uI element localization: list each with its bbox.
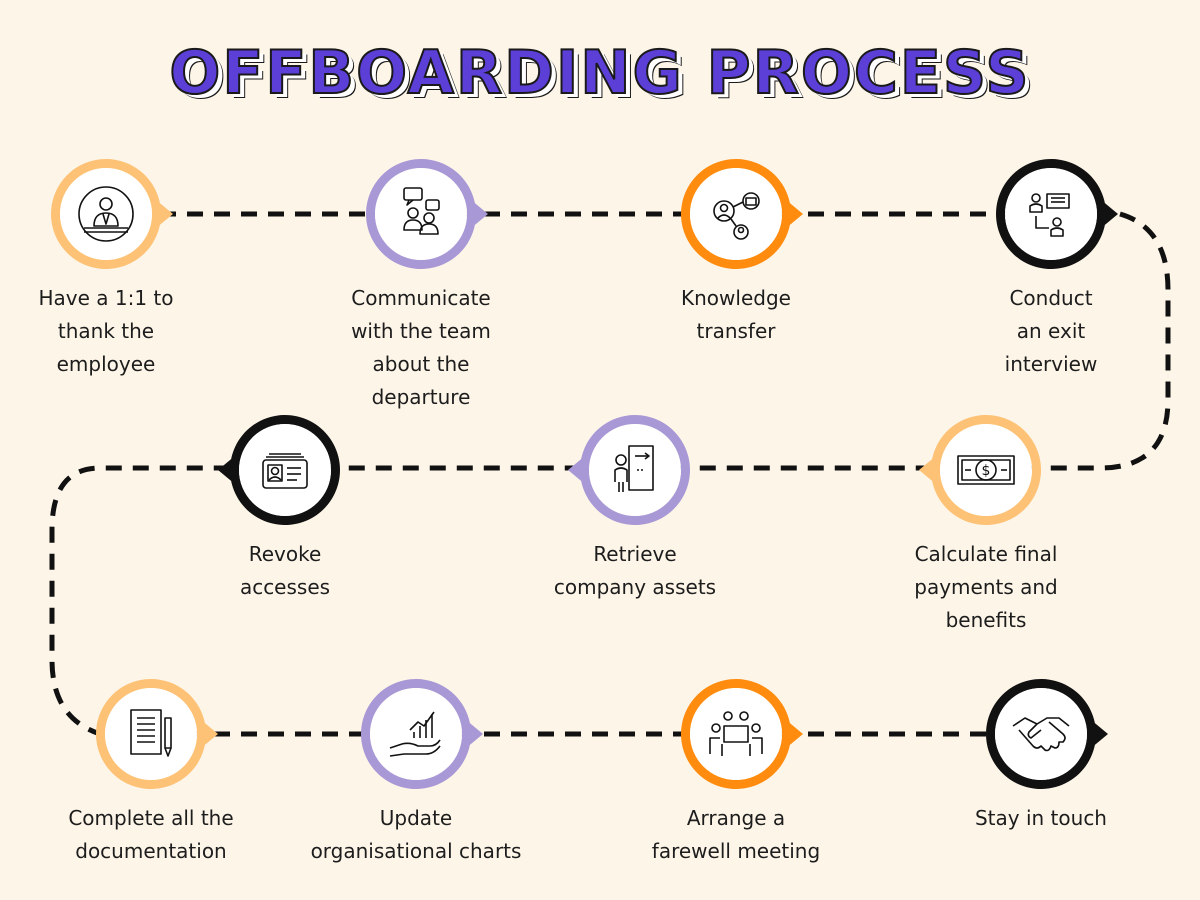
team-chat-icon (403, 187, 440, 235)
network-share-icon (713, 192, 760, 240)
step-label-line: Revoke (248, 542, 322, 566)
step-label: Complete all the documentation (31, 802, 271, 868)
step-node (51, 159, 173, 269)
exit-door-icon (614, 445, 654, 492)
step-node (568, 415, 690, 525)
step-label-line: accesses (239, 575, 331, 599)
step-label-line: payments and (914, 575, 1058, 599)
step-label-line: interview (1004, 352, 1098, 376)
step-disc (995, 688, 1087, 780)
step-node (218, 415, 340, 525)
step-disc (1005, 168, 1097, 260)
step-label: Revoke accesses (165, 538, 405, 604)
handshake-icon (1012, 717, 1070, 752)
step-label-line: documentation (75, 839, 227, 863)
step-label-line: Stay in touch (974, 806, 1107, 830)
step-node (366, 159, 488, 269)
step-node (986, 679, 1108, 789)
step-node (361, 679, 483, 789)
step-label-line: Retrieve (593, 542, 677, 566)
step-label-line: Conduct (1009, 286, 1093, 310)
step-label-line: Calculate final (914, 542, 1058, 566)
step-label: Stay in touch (921, 802, 1161, 835)
step-label: Knowledge transfer (616, 282, 856, 348)
step-label: Arrange a farewell meeting (616, 802, 856, 868)
step-label: Update organisational charts (296, 802, 536, 868)
document-pencil-icon (130, 709, 172, 757)
step-label-line: company assets (553, 575, 717, 599)
step-label-line: benefits (945, 608, 1027, 632)
step-node (681, 159, 803, 269)
step-disc (690, 688, 782, 780)
chart-hand-icon (389, 711, 441, 757)
money-bill-icon: $ (957, 455, 1015, 485)
step-label-line: Communicate (351, 286, 491, 310)
step-label-line: an exit (1016, 319, 1086, 343)
step-disc (690, 168, 782, 260)
step-disc (239, 424, 331, 516)
step-disc (375, 168, 467, 260)
step-label: Retrieve company assets (515, 538, 755, 604)
meeting-table-icon (709, 711, 763, 756)
step-label-line: Update (379, 806, 453, 830)
step-label-line: thank the (57, 319, 155, 343)
step-disc (370, 688, 462, 780)
step-label-line: transfer (696, 319, 776, 343)
step-label: Conduct an exit interview (931, 282, 1171, 381)
step-node (996, 159, 1118, 269)
step-node: $ (919, 415, 1041, 525)
step-label-line: Arrange a (686, 806, 786, 830)
step-label-line: employee (56, 352, 156, 376)
step-label: Calculate final payments and benefits (866, 538, 1106, 637)
step-disc (589, 424, 681, 516)
id-card-icon (262, 453, 308, 489)
step-node (96, 679, 218, 789)
step-label-line: farewell meeting (651, 839, 821, 863)
svg-text:$: $ (982, 463, 991, 479)
step-label: Communicate with the team about the departu… (301, 282, 541, 414)
page-title: OFFBOARDING PROCESS (168, 37, 1031, 109)
interview-icon (1029, 193, 1070, 237)
employee-desk-icon (78, 186, 134, 242)
step-disc (60, 168, 152, 260)
step-label-line: Knowledge (681, 286, 791, 310)
step-label-line: Have a 1:1 to (38, 286, 174, 310)
step-label-line: Complete all the (68, 806, 234, 830)
step-label: Have a 1:1 to thank the employee (0, 282, 226, 381)
step-label-line: with the team (351, 319, 491, 343)
step-disc (105, 688, 197, 780)
step-label-line: about the (372, 352, 470, 376)
step-label-line: departure (371, 385, 471, 409)
step-disc (940, 424, 1032, 516)
step-node (681, 679, 803, 789)
connector-path (49, 211, 1171, 737)
step-label-line: organisational charts (310, 839, 522, 863)
